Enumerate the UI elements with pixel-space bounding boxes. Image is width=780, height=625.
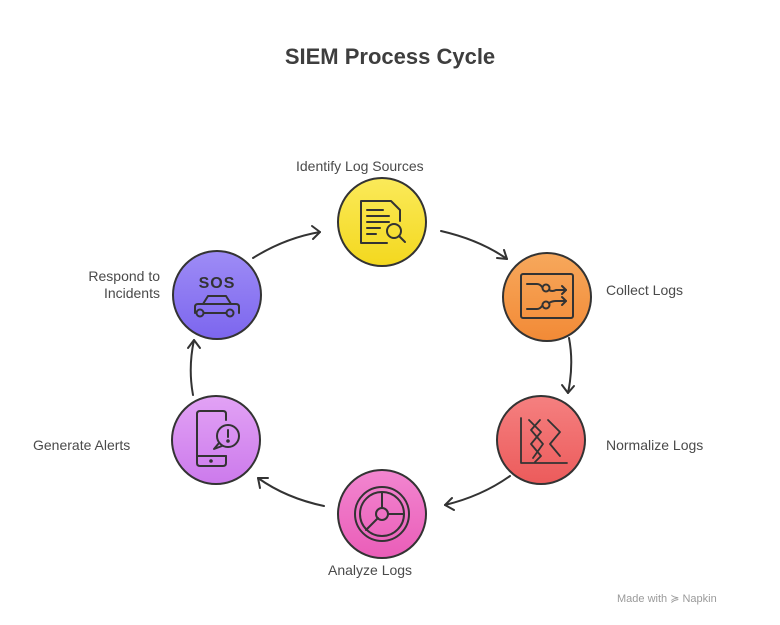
arrow-analyze-to-generate: [257, 477, 325, 507]
step-collect-logs: [502, 252, 592, 342]
step-normalize-logs: [496, 395, 586, 485]
step-label-generate-alerts: Generate Alerts: [33, 437, 131, 453]
label-line-2: Incidents: [103, 285, 160, 301]
svg-text:SOS: SOS: [199, 275, 236, 292]
flow-routing-icon: [520, 273, 574, 319]
step-label-collect-logs: Collect Logs: [606, 282, 684, 298]
arrow-respond-to-identify: [252, 225, 321, 259]
arrow-identify-to-collect: [440, 230, 508, 260]
step-label-respond-to-incidents: Respond to Incidents: [50, 268, 160, 302]
diagram-title: SIEM Process Cycle: [284, 44, 496, 69]
label-line-1: Respond to: [88, 268, 160, 284]
arrow-generate-to-respond: [187, 339, 201, 396]
pie-wheel-icon: [354, 486, 410, 542]
step-analyze-logs: [337, 469, 427, 559]
step-label-identify-log-sources: Identify Log Sources: [296, 158, 424, 174]
step-respond-to-incidents: SOS: [172, 250, 262, 340]
phone-alert-icon: [196, 410, 240, 467]
step-generate-alerts: [171, 395, 261, 485]
sos-car-icon: SOS: [194, 275, 240, 318]
step-label-analyze-logs: Analyze Logs: [328, 562, 413, 578]
arrow-normalize-to-analyze: [444, 475, 511, 511]
step-identify-log-sources: [337, 177, 427, 267]
zigzag-chart-icon: [520, 417, 568, 464]
napkin-watermark[interactable]: Made with ≽ Napkin: [617, 593, 717, 605]
step-label-normalize-logs: Normalize Logs: [606, 437, 704, 453]
document-search-icon: [360, 200, 406, 244]
arrow-collect-to-normalize: [561, 337, 575, 394]
